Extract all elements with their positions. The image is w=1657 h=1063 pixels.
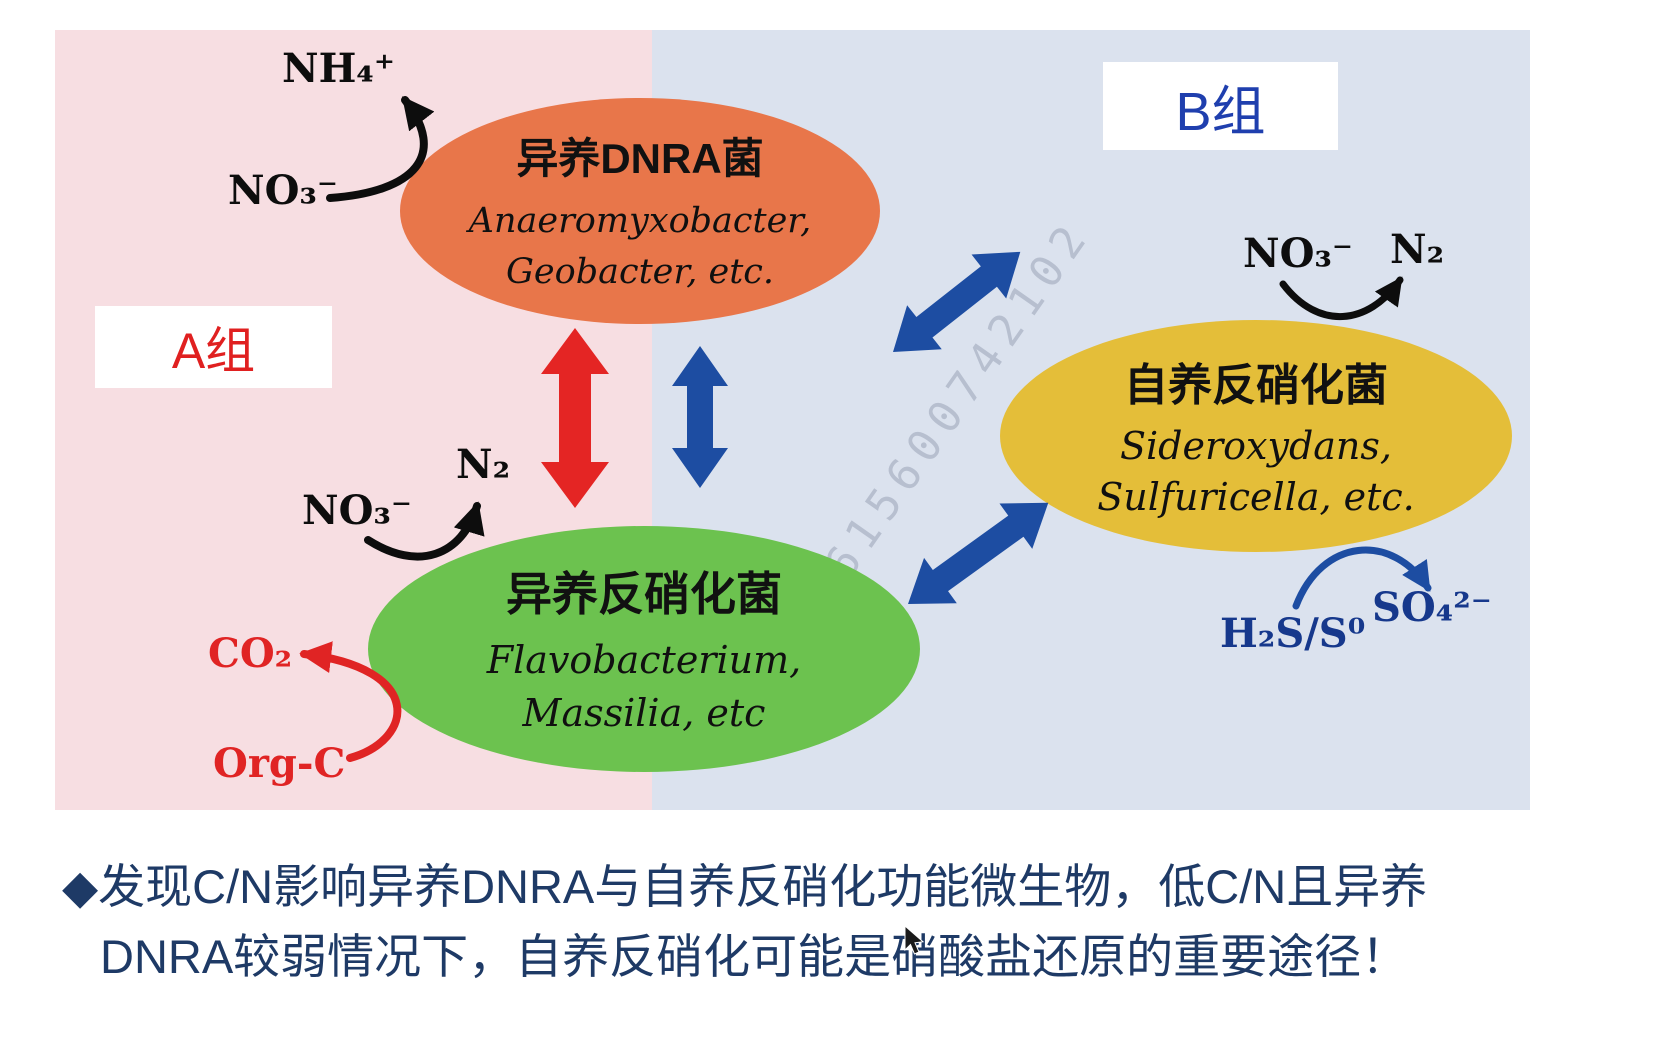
- group-a-label-box: A组: [95, 306, 332, 388]
- node-species-line: Geobacter, etc.: [505, 251, 775, 292]
- group-b-label-box: B组: [1103, 62, 1338, 150]
- node-title: 异养反硝化菌: [506, 567, 782, 620]
- no3-dnra-label: NO₃⁻: [228, 167, 339, 214]
- nh4-label: NH₄⁺: [282, 45, 395, 92]
- no3-hetero-label: NO₃⁻: [302, 487, 413, 534]
- n2-auto-label: N₂: [1390, 226, 1445, 273]
- group-b-label: B组: [1175, 81, 1266, 142]
- node-species-line: Anaeromyxobacter,: [468, 200, 812, 241]
- node-species-line: Sulfuricella, etc.: [1097, 475, 1415, 519]
- node-autotrophic-denitrifier: 自养反硝化菌 Sideroxydans, Sulfuricella, etc.: [1000, 320, 1512, 552]
- caption-line-1: ◆发现C/N影响异养DNRA与自养反硝化功能微生物，低C/N且异养: [62, 860, 1428, 913]
- no3-auto-label: NO₃⁻: [1243, 230, 1354, 277]
- co2-label: CO₂: [208, 630, 293, 677]
- node-title: 自养反硝化菌: [1124, 360, 1388, 410]
- so4-label: SO₄²⁻: [1372, 584, 1492, 631]
- node-species-line: Flavobacterium,: [486, 637, 802, 682]
- n2-hetero-label: N₂: [456, 441, 511, 488]
- group-a-label: A组: [171, 323, 256, 379]
- node-heterotrophic-dnra: 异养DNRA菌 Anaeromyxobacter, Geobacter, etc…: [400, 98, 880, 324]
- caption-line-2: DNRA较弱情况下，自养反硝化可能是硝酸盐还原的重要途径！: [100, 930, 1409, 983]
- node-heterotrophic-denitrifier: 异养反硝化菌 Flavobacterium, Massilia, etc: [368, 526, 920, 772]
- h2s-label: H₂S/S⁰: [1220, 610, 1366, 657]
- node-species-line: Massilia, etc: [522, 691, 766, 735]
- node-species-line: Sideroxydans,: [1120, 423, 1392, 468]
- node-title: 异养DNRA菌: [516, 134, 764, 182]
- org-c-label: Org-C: [213, 740, 346, 787]
